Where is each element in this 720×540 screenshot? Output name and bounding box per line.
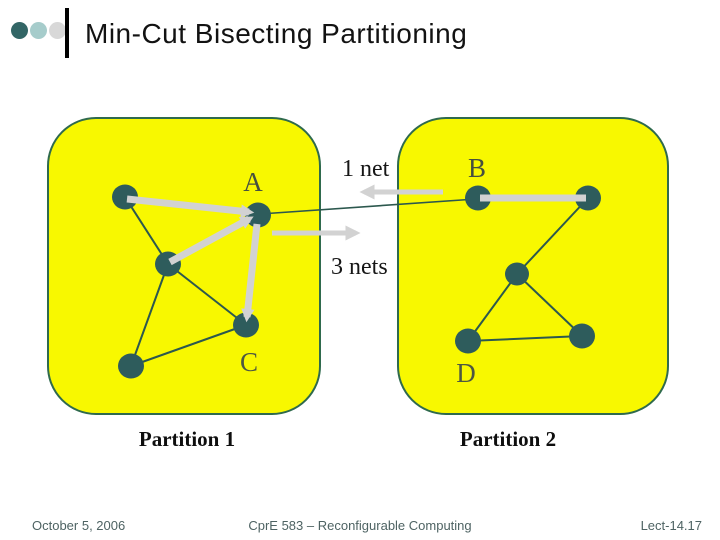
highlighted-nets	[126, 194, 586, 323]
edge	[130, 324, 247, 367]
edge	[130, 263, 169, 367]
logo-divider-bar	[65, 8, 69, 58]
node	[112, 184, 138, 210]
node-d-label: D	[456, 358, 476, 388]
node	[569, 323, 595, 349]
node-b-label: B	[468, 153, 486, 183]
node-d	[455, 328, 481, 354]
edge	[167, 263, 247, 326]
footer-course-title: CprE 583 – Reconfigurable Computing	[248, 518, 472, 533]
partition-2-edges	[467, 197, 589, 342]
footer-slide-number: Lect-14.17	[640, 518, 702, 533]
edge	[467, 273, 518, 342]
partition-2-region	[397, 117, 669, 415]
logo-dot-gray-icon	[49, 22, 66, 39]
page-title: Min-Cut Bisecting Partitioning	[85, 18, 468, 49]
node	[118, 353, 144, 379]
node-b	[465, 185, 491, 211]
partition-2-label: Partition 2	[460, 427, 556, 451]
node-c-label: C	[240, 347, 258, 377]
highlight-net	[168, 215, 254, 266]
edge	[467, 335, 583, 342]
highlight-net	[241, 223, 261, 323]
node	[505, 262, 529, 286]
highlight-net	[126, 195, 255, 218]
partition-1-label: Partition 1	[139, 427, 235, 451]
one-net-label: 1 net	[342, 156, 390, 182]
node-a	[245, 202, 271, 228]
logo-dot-dark-icon	[11, 22, 28, 39]
node	[575, 185, 601, 211]
partition-2-nodes	[455, 185, 601, 354]
logo-dot-light-icon	[30, 22, 47, 39]
partition-1-edges	[124, 196, 247, 367]
edge	[516, 273, 583, 337]
cut-net-edge	[259, 198, 477, 215]
partition-1-region	[47, 117, 321, 415]
three-nets-label: 3 nets	[331, 254, 388, 280]
node-a-label: A	[243, 167, 263, 197]
edge	[516, 197, 589, 275]
footer-date: October 5, 2006	[32, 518, 126, 533]
edge	[124, 196, 169, 265]
